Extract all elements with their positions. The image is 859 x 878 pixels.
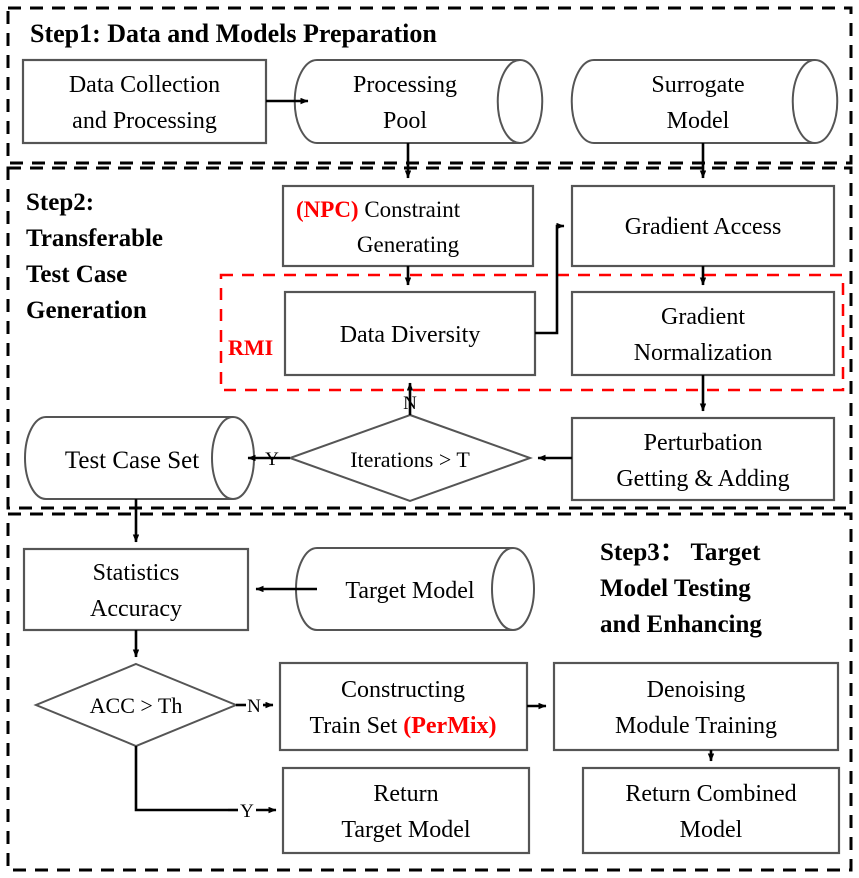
node-processing-pool-line1: Processing (353, 72, 457, 98)
edge-label-acc-no: N (247, 696, 261, 717)
step2-label-line1: Step2: (26, 189, 94, 216)
node-surrogate-model-line2: Model (667, 108, 730, 134)
node-statistics-line2: Accuracy (90, 596, 182, 622)
step1-label: Step1: Data and Models Preparation (30, 19, 437, 48)
node-constructing-line2: Train Set (PerMix) (309, 713, 496, 739)
node-denoising-module[interactable]: Denoising Module Training (552, 661, 840, 752)
node-constraint-generating-line2: Generating (357, 232, 460, 257)
step2-label-line4: Generation (26, 297, 147, 324)
node-return-target-line1: Return (373, 781, 438, 807)
edge-diversity-to-gradient-access (535, 222, 565, 335)
node-data-collection[interactable]: Data Collection and Processing (21, 58, 268, 145)
node-gradient-access-label: Gradient Access (625, 214, 782, 240)
node-test-case-set[interactable]: Test Case Set (24, 416, 255, 500)
step2-panel (6, 166, 853, 510)
node-gradient-access[interactable]: Gradient Access (570, 184, 836, 268)
edge-acc-yes-to-return-target: Y (134, 746, 277, 822)
node-acc-decision[interactable]: ACC > Th (33, 662, 239, 748)
node-data-collection-line1: Data Collection (69, 72, 220, 98)
node-target-model[interactable]: Target Model (295, 547, 535, 631)
node-statistics-line1: Statistics (93, 560, 180, 586)
permix-tag: (PerMix) (403, 713, 496, 739)
edge-label-acc-yes: Y (240, 801, 254, 822)
edge-iterations-no-to-diversity: N (403, 382, 417, 415)
rmi-label: RMI (228, 335, 273, 360)
node-processing-pool-line2: Pool (383, 108, 427, 134)
node-processing-pool[interactable]: Processing Pool (293, 59, 544, 144)
node-iterations-label: Iterations > T (350, 447, 470, 472)
node-surrogate-model-line1: Surrogate (651, 72, 744, 98)
node-gradient-normalization[interactable]: Gradient Normalization (570, 290, 836, 377)
node-perturbation[interactable]: Perturbation Getting & Adding (570, 416, 836, 502)
node-constraint-generating-line1: (NPC) Constraint (296, 197, 461, 222)
npc-tag: (NPC) (296, 197, 359, 222)
node-constructing-train-set[interactable]: Constructing Train Set (PerMix) (278, 661, 529, 752)
step2-label-line3: Test Case (26, 261, 127, 288)
node-denoising-line2: Module Training (615, 713, 777, 739)
node-statistics-accuracy[interactable]: Statistics Accuracy (22, 547, 250, 632)
node-iterations-decision[interactable]: Iterations > T (287, 413, 533, 503)
node-constructing-line1: Constructing (341, 677, 465, 703)
node-test-case-set-label: Test Case Set (65, 447, 199, 474)
edge-label-iterations-yes: Y (265, 449, 279, 470)
step2-label-line2: Transferable (26, 225, 163, 252)
node-data-diversity-label: Data Diversity (340, 322, 481, 348)
edge-iterations-yes-to-testcase: Y (247, 449, 290, 470)
step3-label-line3: and Enhancing (600, 611, 762, 638)
rmi-group-box (219, 273, 845, 392)
node-denoising-line1: Denoising (647, 677, 746, 703)
edge-acc-no-to-constructing: N (236, 696, 274, 717)
node-gradient-normalization-line2: Normalization (634, 340, 773, 366)
step3-panel (6, 512, 853, 872)
node-perturbation-line2: Getting & Adding (616, 466, 789, 492)
node-surrogate-model[interactable]: Surrogate Model (570, 59, 839, 144)
node-return-combined-line1: Return Combined (625, 781, 796, 807)
node-gradient-normalization-line1: Gradient (661, 304, 745, 330)
node-target-model-label: Target Model (345, 578, 475, 604)
node-data-diversity[interactable]: Data Diversity (283, 290, 537, 377)
node-data-collection-line2: and Processing (72, 108, 217, 134)
node-return-combined-model[interactable]: Return Combined Model (581, 766, 841, 855)
step3-label-line1: Step3： Target (600, 539, 761, 566)
node-return-combined-line2: Model (680, 817, 743, 843)
node-acc-label: ACC > Th (90, 693, 183, 718)
edge-label-iterations-no: N (403, 393, 417, 414)
node-perturbation-line1: Perturbation (644, 430, 763, 456)
step3-label-line2: Model Testing (600, 575, 751, 602)
node-return-target-line2: Target Model (341, 817, 471, 843)
step1-panel (6, 6, 853, 165)
node-return-target-model[interactable]: Return Target Model (281, 766, 531, 855)
node-constraint-generating[interactable]: (NPC) Constraint Generating (281, 184, 535, 268)
